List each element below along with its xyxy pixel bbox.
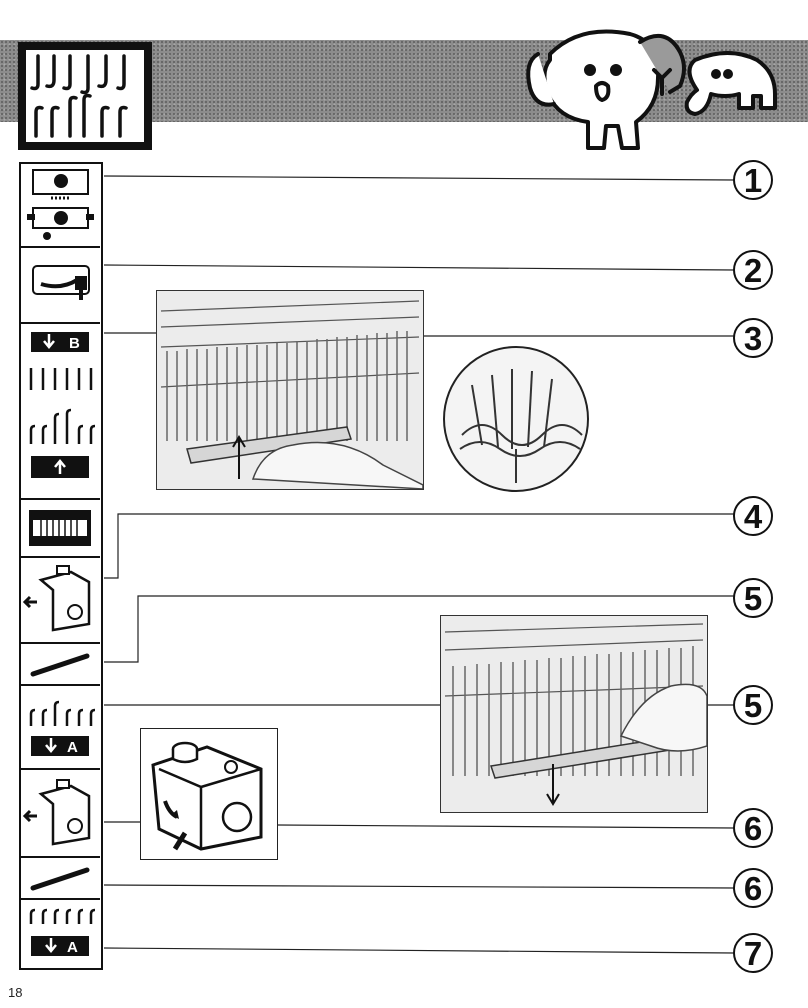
- step-number: 6: [733, 868, 773, 908]
- needle-bed-photo: [156, 290, 424, 490]
- carriage-lever-drawing: [140, 728, 278, 860]
- step-number: 1: [733, 160, 773, 200]
- stitch-detail-circle: [442, 345, 590, 493]
- step-number: 7: [733, 933, 773, 973]
- step-number: 6: [733, 808, 773, 848]
- needle-bed-photo-2: [440, 615, 708, 813]
- step-number: 3: [733, 318, 773, 358]
- step-number: 2: [733, 250, 773, 290]
- step-number: 4: [733, 496, 773, 536]
- step-number: 5: [733, 578, 773, 618]
- page-number: 18: [8, 985, 22, 1000]
- step-number: 5: [733, 685, 773, 725]
